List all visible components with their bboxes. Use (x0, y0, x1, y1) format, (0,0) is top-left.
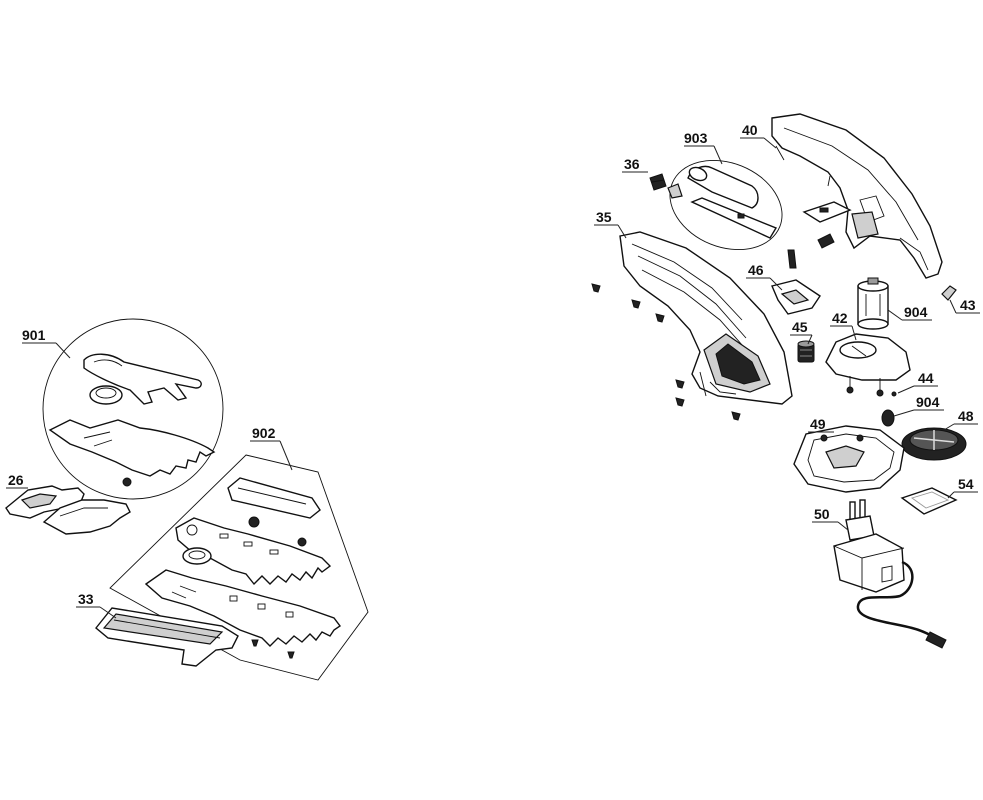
label-904-gear: 904 (916, 394, 940, 410)
part-switch-slider (787, 201, 852, 269)
label-48: 48 (958, 408, 974, 424)
part-49-base-plate (793, 425, 905, 493)
part-54-pad (900, 487, 958, 515)
label-903: 903 (684, 130, 708, 146)
label-46: 46 (748, 262, 764, 278)
part-36-switch-clip (649, 173, 667, 191)
part-45-knob (797, 340, 815, 363)
label-904-motor: 904 (904, 304, 928, 320)
label-33: 33 (78, 591, 94, 607)
part-26-blade-cover (5, 485, 131, 535)
label-44: 44 (918, 370, 934, 386)
part-48-gear-wheel (901, 427, 967, 461)
part-42-gearbox (825, 333, 911, 397)
group-901-blade-set-circle (42, 318, 224, 500)
part-904-motor (857, 277, 889, 330)
part-44-pin (891, 391, 897, 397)
label-43: 43 (960, 297, 976, 313)
label-49: 49 (810, 416, 826, 432)
label-902: 902 (252, 425, 276, 441)
part-50-charger (833, 499, 947, 649)
label-42: 42 (832, 310, 848, 326)
part-35-housing-left (619, 231, 793, 405)
part-46-lock-button (771, 279, 821, 315)
label-45: 45 (792, 319, 808, 335)
part-33-blade-sheath (95, 607, 239, 667)
group-903-battery (667, 159, 783, 251)
housing-screws (591, 283, 741, 421)
label-36: 36 (624, 156, 640, 172)
label-35: 35 (596, 209, 612, 225)
part-43-contact (941, 285, 957, 301)
label-901: 901 (22, 327, 46, 343)
label-26: 26 (8, 472, 24, 488)
part-40-housing-right (771, 113, 943, 279)
label-54: 54 (958, 476, 974, 492)
label-40: 40 (742, 122, 758, 138)
group-902-hedge-blade-set (109, 454, 369, 681)
label-50: 50 (814, 506, 830, 522)
part-904-gear (881, 409, 895, 427)
